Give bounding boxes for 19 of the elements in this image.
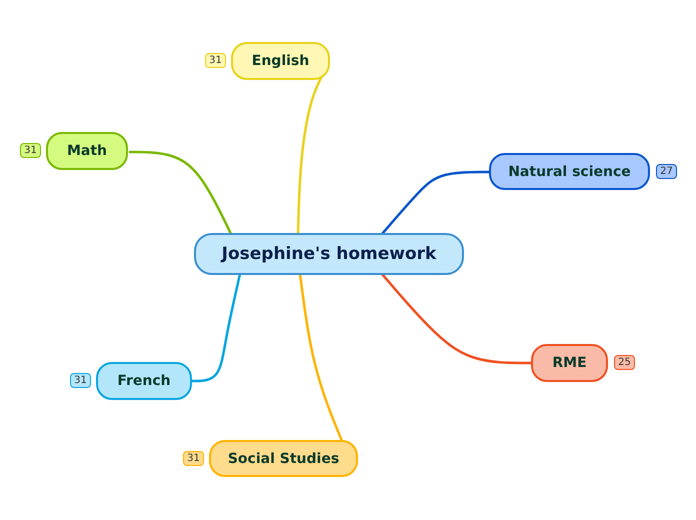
connector-line [129,150,232,235]
connector-line [298,274,344,442]
connector-line [192,274,242,382]
topic-box: RME [531,344,608,382]
count-badge: 31 [20,143,41,158]
topic-box: French [96,362,192,400]
connector-line [381,170,490,235]
connector-line [381,273,532,364]
topic-box: Natural science [489,153,650,190]
topic-box: Social Studies [209,440,358,477]
count-badge: 31 [183,450,204,466]
topic-box: English [231,42,330,80]
connector-line [296,75,324,234]
count-badge: 25 [614,355,635,370]
count-badge: 31 [205,53,226,68]
topic-box: Math [46,132,128,170]
count-badge: 31 [70,373,91,388]
count-badge: 27 [656,164,677,178]
central-topic: Josephine's homework [194,233,464,275]
